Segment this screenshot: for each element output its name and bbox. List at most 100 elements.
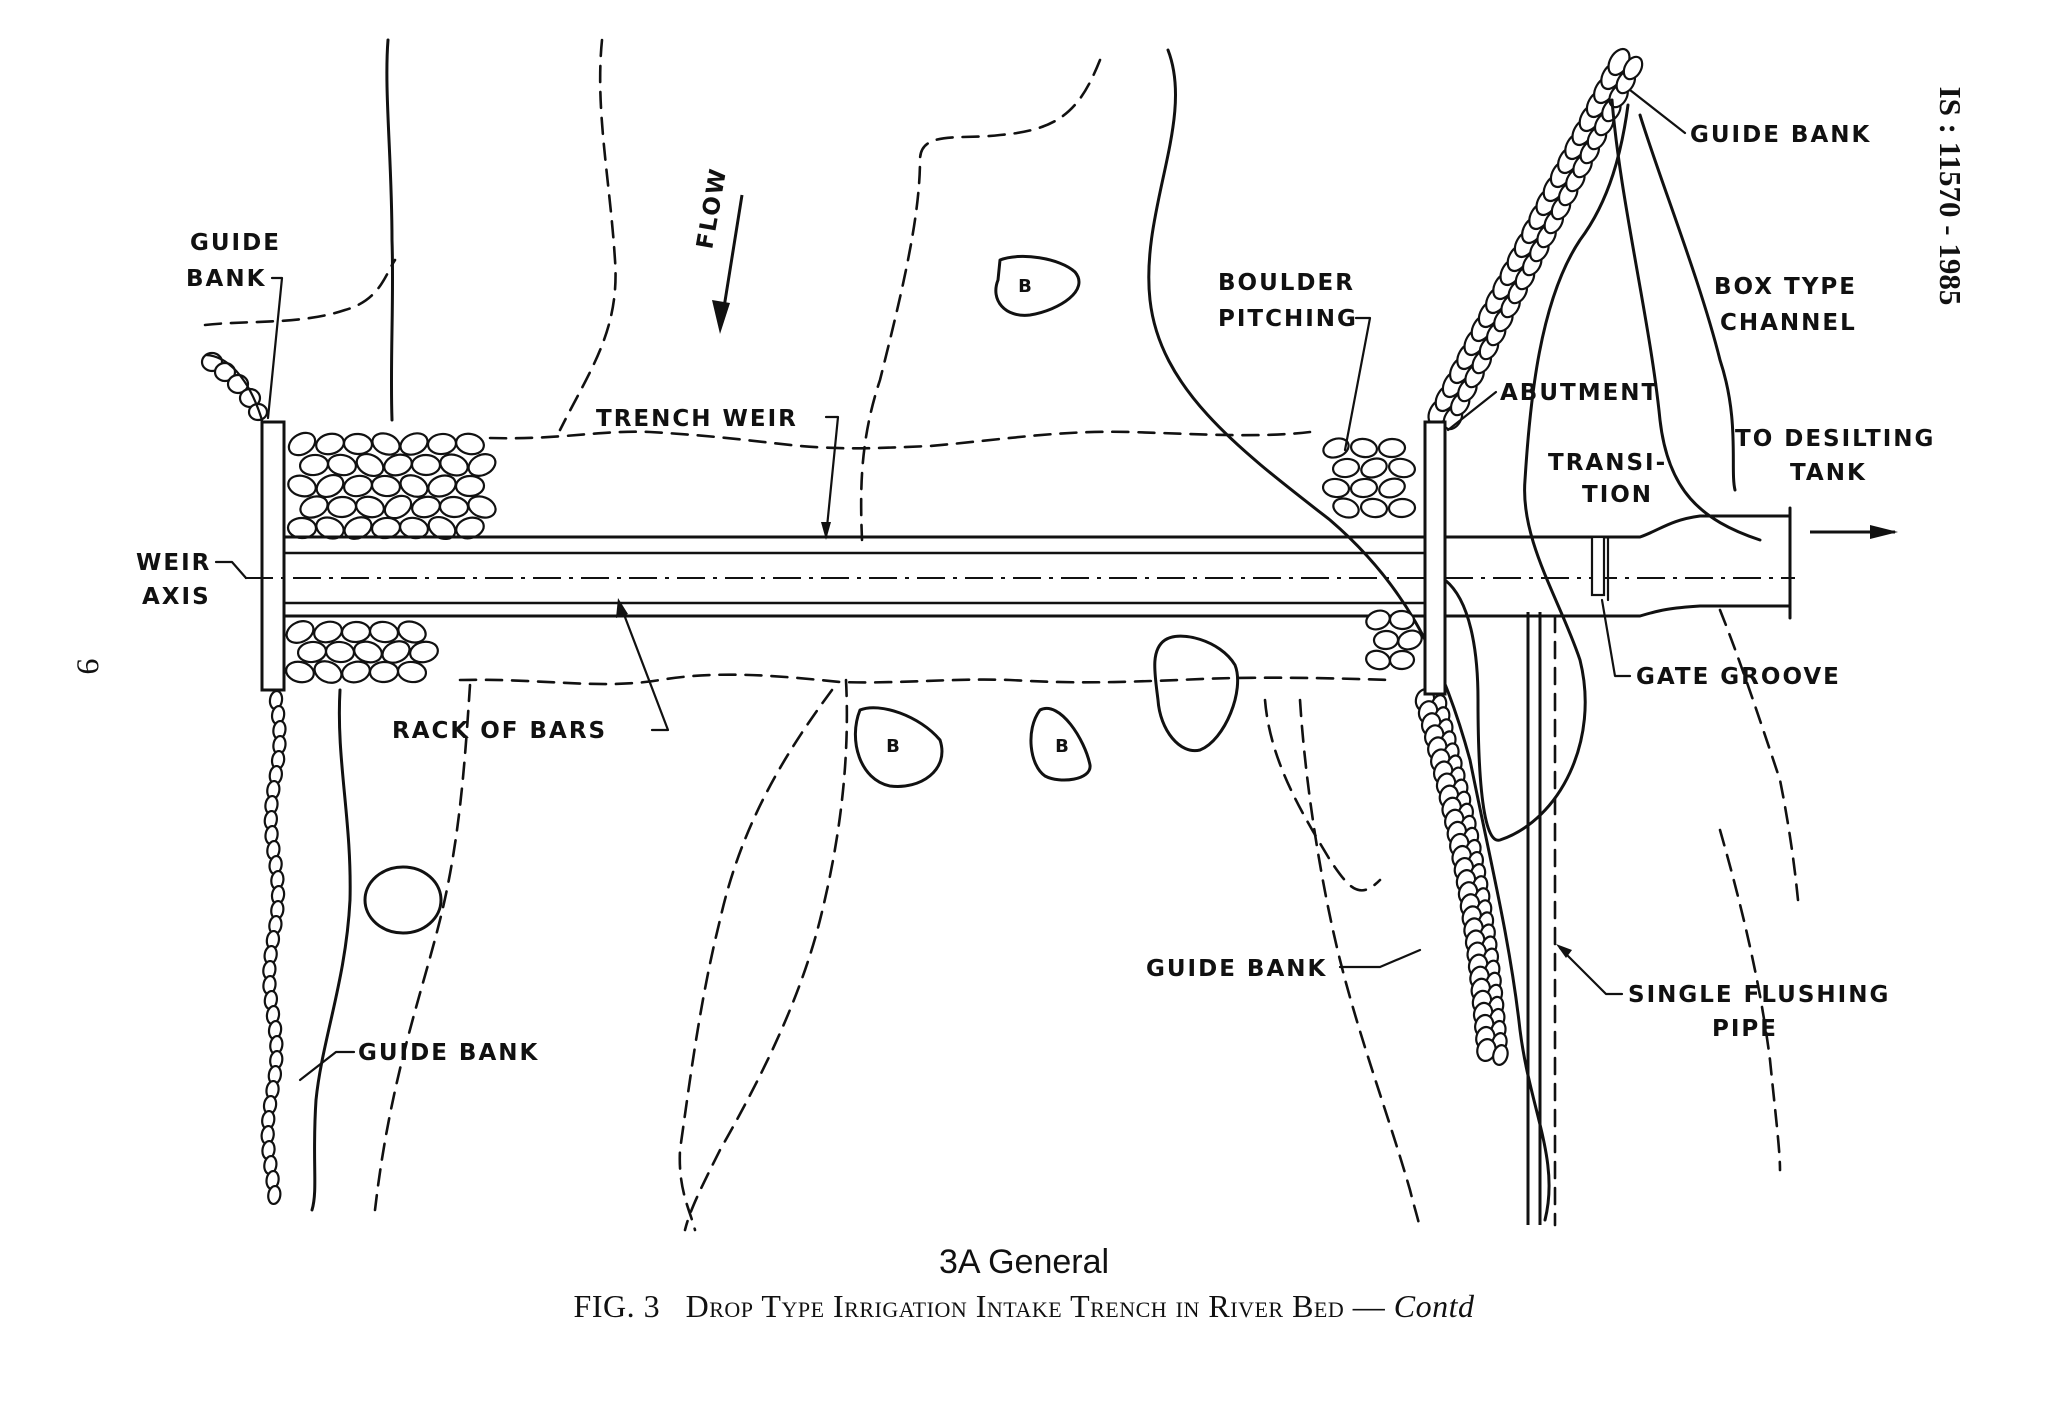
figure-caption: FIG. 3 Drop Type Irrigation Intake Trenc… — [0, 1288, 2048, 1325]
dashed-channel-3 — [203, 258, 397, 327]
label-single-flushing-pipe-1: SINGLE FLUSHING — [1628, 982, 1890, 1008]
label-boulder-pitching-2: PITCHING — [1218, 306, 1358, 332]
label-weir-axis-2: AXIS — [142, 584, 211, 610]
guide-bank-top-right — [1427, 47, 1644, 431]
pitching-stone — [296, 640, 328, 664]
left-bank-line-lower — [310, 688, 352, 1212]
pitching-stone — [383, 494, 413, 520]
dashed-channel-1 — [558, 38, 617, 432]
figure-title: Drop Type Irrigation Intake Trench in Ri… — [685, 1288, 1345, 1324]
pitching-stone — [1378, 477, 1406, 499]
left-boulder-pitching-upper — [286, 431, 497, 541]
pitching-stone — [340, 620, 372, 644]
pitching-stone — [1321, 477, 1351, 499]
pitching-stone — [399, 474, 429, 498]
pitching-stone — [381, 640, 411, 664]
pitching-stone — [1388, 609, 1416, 631]
leader-weir-axis — [214, 560, 248, 580]
pitching-stone — [399, 432, 429, 456]
label-weir-axis-1: WEIR — [136, 550, 211, 576]
pitching-stone — [397, 620, 427, 644]
pitching-stone — [342, 432, 374, 456]
outlet-channel — [1443, 506, 1792, 620]
pitching-stone — [1397, 629, 1423, 651]
pitching-stone — [267, 1184, 282, 1206]
guide-bank-lower-right — [1414, 688, 1509, 1066]
pitching-stone — [383, 453, 413, 477]
label-to-desilting-1: TO DESILTING — [1735, 426, 1935, 452]
boulder-3 — [1029, 706, 1092, 782]
leader-single-flushing-pipe — [1558, 946, 1624, 996]
pitching-stone — [355, 495, 385, 519]
guide-bank-left-lower — [260, 689, 287, 1206]
pitching-stone — [1388, 457, 1416, 479]
label-boulder-pitching-1: BOULDER — [1218, 270, 1355, 296]
pitching-stone — [313, 620, 343, 644]
boulder-label-2: B — [886, 736, 902, 757]
pitching-stone — [315, 432, 345, 456]
pitching-stone — [324, 640, 356, 664]
leader-trench-weir — [824, 415, 840, 539]
page-number: 9 — [68, 648, 108, 688]
pitching-stone — [454, 474, 486, 498]
pitching-stone — [455, 432, 485, 456]
pitching-stone — [368, 620, 400, 644]
pitching-stone — [1372, 629, 1400, 651]
pitching-stone — [467, 453, 497, 477]
standard-number: IS : 11570 - 1985 — [1930, 50, 1978, 350]
guide-bank-top-left — [200, 351, 269, 422]
flow-arrow-out-head — [1870, 525, 1898, 539]
label-guide-bank-lower-right: GUIDE BANK — [1146, 956, 1327, 982]
leader-guide-bank-lower-left — [298, 1050, 356, 1082]
pitching-stone — [287, 474, 317, 498]
pitching-stone — [368, 660, 400, 684]
figure-dash: — — [1344, 1288, 1394, 1324]
pitching-stone — [299, 495, 329, 519]
pitching-stone — [285, 660, 315, 684]
pitching-stone — [438, 495, 470, 519]
dashed-channel-10 — [1718, 608, 1800, 902]
label-rack-of-bars: RACK OF BARS — [392, 718, 607, 744]
pitching-stone — [343, 474, 373, 498]
boulder-2 — [853, 706, 944, 788]
pitching-stone — [439, 453, 469, 477]
dashed-channel-7 — [1263, 698, 1382, 892]
leader-guide-bank-top-right — [1628, 88, 1687, 135]
pitching-stone — [467, 495, 497, 519]
figure-contd: Contd — [1393, 1288, 1475, 1324]
pitching-stone — [371, 432, 401, 456]
pitching-stone — [353, 640, 383, 664]
pitching-stone — [1332, 497, 1360, 519]
pitching-stone — [1388, 649, 1416, 671]
boulder-unlabelled-2 — [363, 865, 443, 935]
pitching-stone — [355, 452, 385, 478]
pitching-stone — [1349, 477, 1379, 499]
left-abutment-wall — [260, 420, 286, 692]
pitching-stone — [315, 473, 345, 499]
right-boulder-pitching — [1321, 437, 1423, 671]
pitching-stone — [313, 660, 343, 684]
pitching-stone — [1365, 609, 1391, 631]
left-boulder-pitching-lower — [285, 620, 439, 684]
pitching-stone — [426, 432, 458, 456]
label-guide-bank-top-left-1: GUIDE — [190, 230, 281, 256]
pitching-stone — [1492, 1044, 1509, 1066]
flow-label: FLOW — [692, 165, 732, 251]
pitching-stone — [1359, 497, 1389, 519]
pitching-stone — [409, 640, 439, 664]
box-channel-wall-right — [1638, 113, 1737, 492]
pitching-stone — [1365, 649, 1391, 671]
pitching-stone — [327, 453, 357, 477]
pitching-stone — [410, 453, 442, 477]
leader-guide-bank-top-left — [266, 276, 284, 420]
pitching-stone — [341, 660, 371, 684]
leader-trench-weir-head — [821, 522, 831, 540]
leader-rack-of-bars-head — [616, 598, 628, 618]
standard-number-text: IS : 11570 - 1985 — [1933, 86, 1968, 306]
box-channel-wall-inner — [1443, 103, 1630, 842]
pitching-stone — [1331, 457, 1361, 479]
label-guide-bank-top-right: GUIDE BANK — [1690, 122, 1871, 148]
page-number-text: 9 — [70, 658, 107, 675]
pitching-stone — [287, 431, 317, 457]
